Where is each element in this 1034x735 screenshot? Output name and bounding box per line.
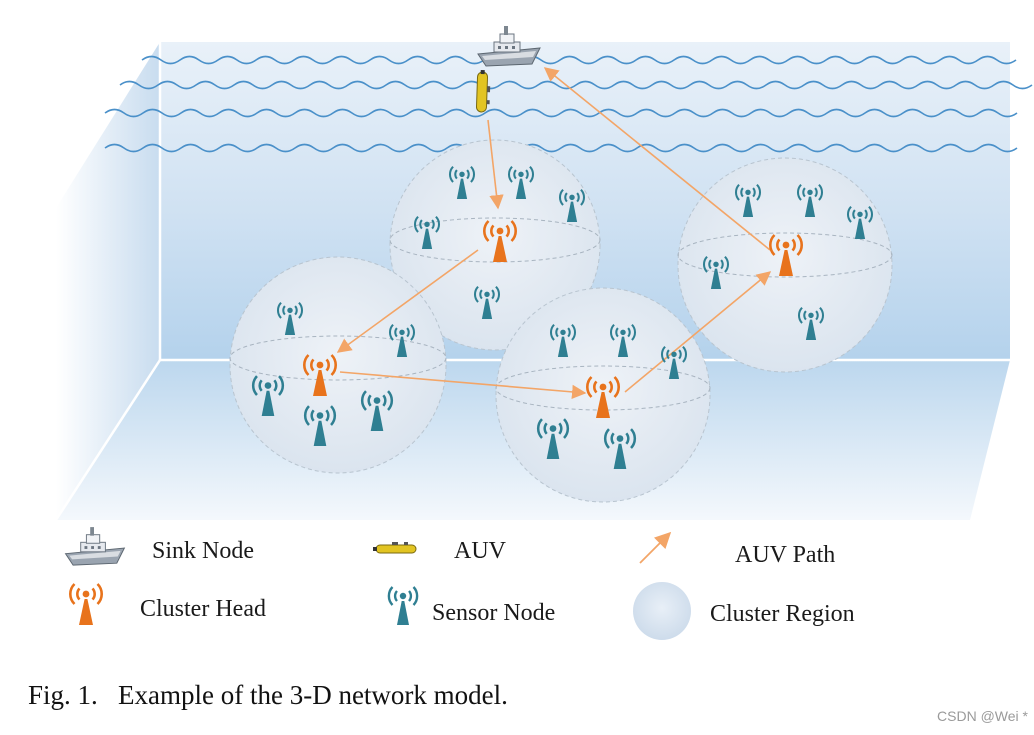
wave-line [104, 108, 1018, 118]
wave-line [141, 55, 1017, 65]
auv-vehicle [475, 69, 491, 113]
legend-item-auv-path: AUV Path [639, 531, 835, 568]
auv-path-segment [339, 371, 587, 400]
legend-label-sensor-node: Sensor Node [432, 600, 555, 626]
cluster-region-top [389, 139, 601, 351]
figure-caption: Fig. 1. Example of the 3-D network model… [28, 680, 508, 710]
legend-item-cluster-region: Cluster Region [633, 582, 855, 640]
auv-path-segment [487, 119, 504, 210]
teal-antenna-icon [387, 585, 419, 627]
orange-antenna-icon [68, 582, 104, 627]
legend-item-cluster-head: Cluster Head [68, 582, 266, 627]
auv-path-segment [624, 271, 772, 393]
cluster-region-left [229, 256, 447, 474]
ship-icon [65, 526, 125, 566]
auv-path [336, 67, 772, 400]
legend-label-cluster-region: Cluster Region [710, 601, 855, 627]
auv-path-segment [336, 249, 479, 353]
legend-item-sink-node: Sink Node [65, 526, 254, 566]
underwater-vehicle-icon [373, 542, 417, 554]
wave-line [119, 80, 1033, 90]
legend-label-auv-path: AUV Path [735, 542, 835, 568]
wave-line [104, 143, 1018, 153]
legend-label-auv: AUV [454, 538, 507, 564]
watermark: CSDN @Wei * [937, 708, 1028, 724]
auv-path-segment [543, 67, 771, 251]
arrow-icon [639, 531, 672, 564]
legend-label-cluster-head: Cluster Head [140, 596, 266, 622]
sphere-icon [633, 582, 691, 640]
legend-item-auv: AUV [373, 538, 507, 564]
surface-waves [104, 55, 1033, 153]
legend-item-sensor-node: Sensor Node [387, 585, 555, 627]
legend: Sink Node AUV AUV Path Cluster Head Sens… [65, 526, 855, 640]
legend-label-sink-node: Sink Node [152, 538, 254, 564]
